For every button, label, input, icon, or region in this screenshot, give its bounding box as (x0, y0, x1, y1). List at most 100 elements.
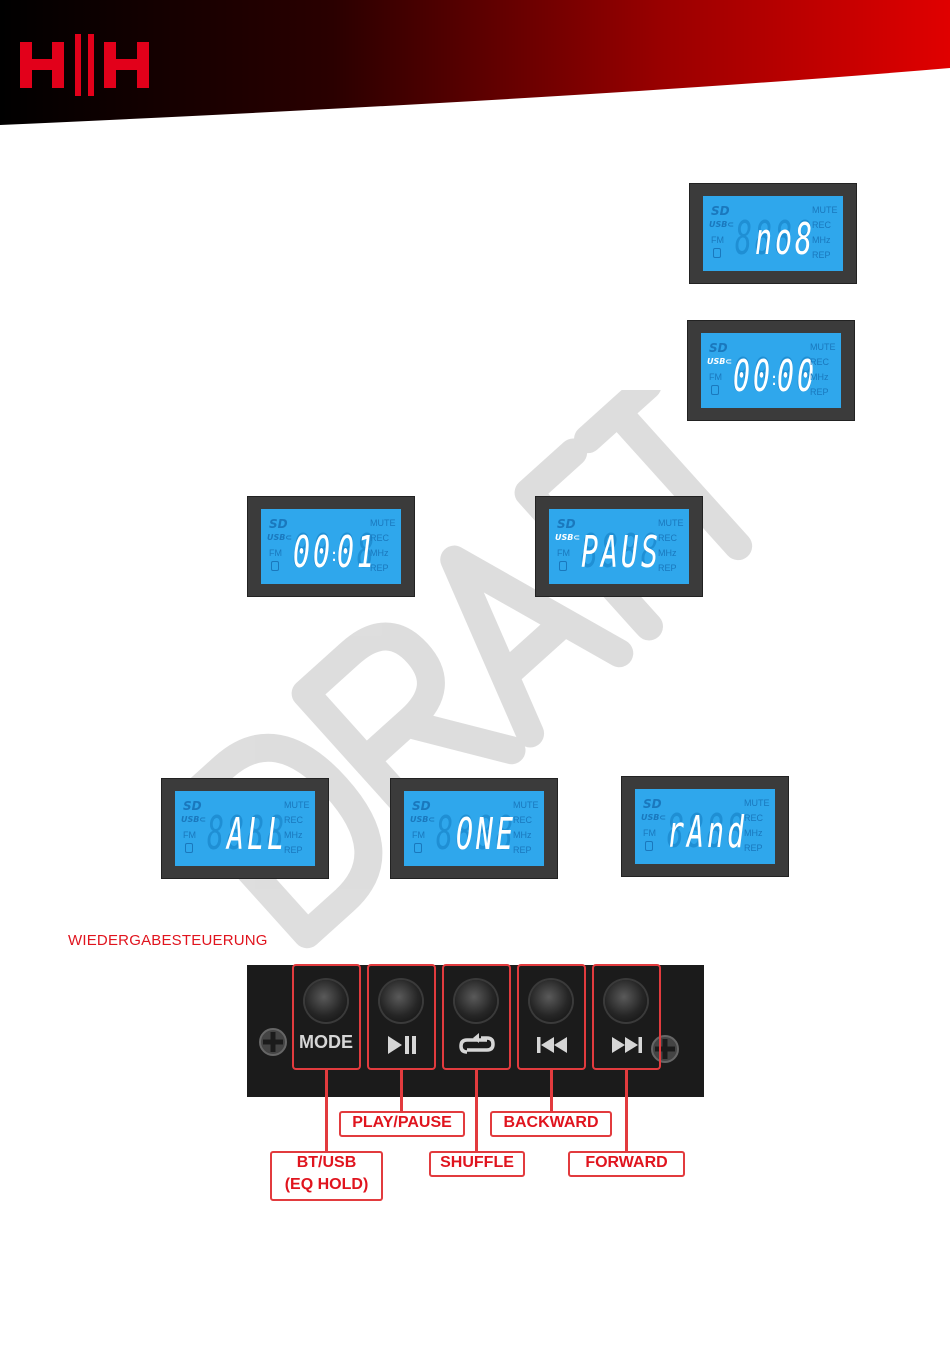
knob (455, 980, 497, 1022)
svg-text:8: 8 (775, 211, 792, 260)
fm-indicator: FM (412, 830, 425, 840)
status-indicator: MUTE (658, 518, 684, 528)
lcd-character: o (775, 214, 792, 260)
status-indicator: MHz (658, 548, 677, 558)
svg-text:8: 8 (753, 348, 770, 397)
lcd-character: 8 (795, 214, 812, 260)
bluetooth-icon (271, 561, 279, 571)
status-indicator: REC (744, 813, 764, 823)
knob (305, 980, 347, 1022)
connector-line (625, 1070, 628, 1151)
status-indicator: MUTE (812, 205, 838, 215)
status-indicator: REC (812, 220, 832, 230)
usb-indicator: USB⊂ (267, 533, 293, 542)
lcd-character: P (581, 527, 598, 573)
lcd-character: 0 (797, 351, 814, 397)
lcd-character: N (475, 809, 493, 855)
status-indicator: REC (370, 533, 390, 543)
shuffle-button[interactable] (442, 964, 511, 1070)
svg-text:8: 8 (641, 524, 658, 573)
sd-indicator: SD (709, 341, 728, 355)
svg-text:8: 8 (293, 524, 310, 573)
bluetooth-icon (711, 385, 719, 395)
usb-indicator: USB⊂ (555, 533, 581, 542)
hh-logo (20, 34, 162, 96)
svg-text:8: 8 (687, 804, 704, 853)
svg-text:8: 8 (436, 806, 453, 855)
lcd-character: U (621, 527, 638, 573)
play-pause-button[interactable] (367, 964, 436, 1070)
connector-line (475, 1070, 478, 1151)
svg-text:8: 8 (797, 348, 814, 397)
mode-label: MODE (299, 1032, 353, 1052)
bt-usb-line1: BT/USB (296, 1154, 357, 1171)
lcd-character: 0 (313, 527, 330, 573)
status-indicator: REP (658, 563, 677, 573)
status-indicator: MUTE (370, 518, 396, 528)
lcd-character: 1 (357, 527, 374, 573)
shuffle-callout: SHUFFLE (429, 1151, 525, 1177)
connector-line (550, 1070, 553, 1111)
svg-text:8: 8 (357, 524, 374, 573)
lcd-character: O (456, 809, 473, 855)
svg-text:8: 8 (755, 211, 772, 260)
screw-icon (259, 1028, 287, 1056)
svg-text:8: 8 (496, 806, 513, 855)
lcd-character: 0 (753, 351, 770, 397)
lcd-character: 0 (337, 527, 354, 573)
lcd-colon: : (331, 545, 337, 566)
play-pause-callout: PLAY/PAUSE (339, 1111, 465, 1137)
svg-text:8: 8 (795, 211, 812, 260)
status-indicator: REP (513, 845, 532, 855)
backward-button[interactable] (517, 964, 586, 1070)
svg-text:8: 8 (207, 806, 224, 855)
status-indicator: REP (284, 845, 303, 855)
status-indicator: MHz (284, 830, 303, 840)
svg-text:8: 8 (667, 804, 684, 853)
fm-indicator: FM (183, 830, 196, 840)
mode-button[interactable]: MODE (292, 964, 361, 1070)
usb-indicator: USB⊂ (707, 357, 733, 366)
screw-icon (651, 1035, 679, 1063)
fm-indicator: FM (643, 828, 656, 838)
lcd-character: L (267, 809, 284, 855)
svg-text:8: 8 (456, 806, 473, 855)
status-indicator: REP (812, 250, 831, 260)
status-indicator: MHz (812, 235, 831, 245)
lcd-character: 0 (293, 527, 310, 573)
svg-text:8: 8 (476, 806, 493, 855)
forward-button[interactable] (592, 964, 661, 1070)
status-indicator: MHz (513, 830, 532, 840)
knob (380, 980, 422, 1022)
sd-indicator: SD (183, 799, 202, 813)
lcd-character: n (707, 807, 724, 853)
svg-text:8: 8 (727, 804, 744, 853)
sd-indicator: SD (643, 797, 662, 811)
lcd-character: E (496, 809, 513, 855)
repeat-icon (459, 1033, 495, 1054)
status-indicator: REC (658, 533, 678, 543)
svg-text:8: 8 (247, 806, 264, 855)
usb-indicator: USB⊂ (709, 220, 735, 229)
svg-text:8: 8 (735, 211, 752, 260)
lcd-character: 0 (777, 351, 794, 397)
